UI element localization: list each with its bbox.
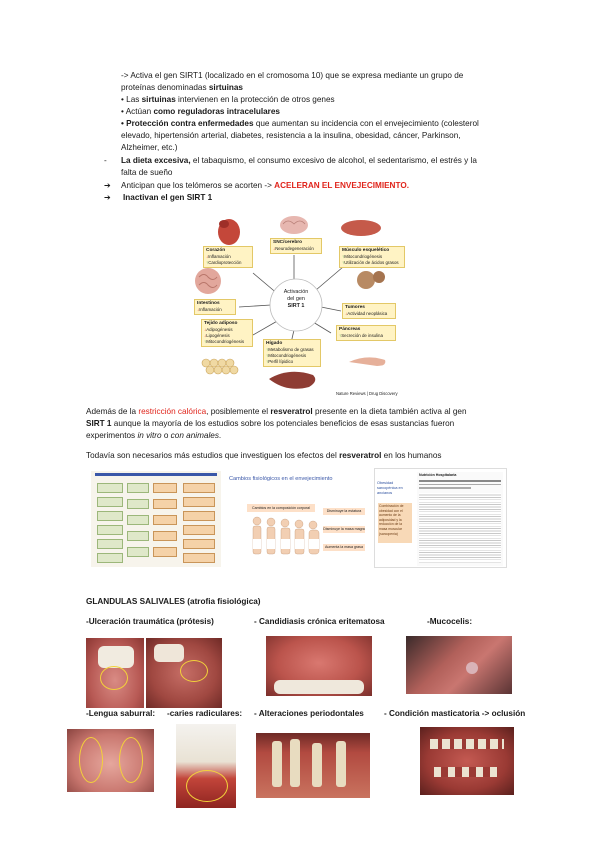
root-caries-photo bbox=[176, 724, 236, 808]
ulcer-photo-2 bbox=[146, 638, 222, 708]
center-label: Activación del gen SIRT 1 bbox=[283, 289, 309, 309]
adipose-icon bbox=[201, 358, 239, 375]
aging-figure-title: Cambios fisiológicos en el envejecimient… bbox=[229, 476, 333, 482]
journal-header: Nutrición Hospitalaria bbox=[419, 473, 457, 477]
mucocele-photo bbox=[406, 636, 512, 694]
arrow-icon: ➔ bbox=[104, 181, 111, 190]
label-lengua: -Lengua saburral: bbox=[86, 709, 156, 718]
aging-left-label: Cambios en la composición corporal bbox=[247, 504, 315, 512]
box-higado: Hígado ↑Metabolismo de grasas ↑Mitocondr… bbox=[263, 339, 321, 367]
intro-line-2: proteínas denominadas sirtuinas bbox=[121, 83, 243, 92]
diagram-arrows bbox=[195, 216, 386, 389]
periodontal-photo bbox=[256, 733, 370, 798]
aging-changes-figure: Cambios fisiológicos en el envejecimient… bbox=[227, 471, 369, 567]
body-silhouettes bbox=[252, 516, 320, 555]
intestine-icon bbox=[195, 268, 221, 294]
box-intestinos: Intestinos ↓Inflamación bbox=[194, 299, 236, 315]
box-tumores: Tumores ↓Actividad neoplásica bbox=[342, 303, 396, 319]
muscle-icon bbox=[341, 220, 381, 236]
label-ulceracion: -Ulceración traumática (prótesis) bbox=[86, 617, 214, 626]
arrow-icon: ➔ bbox=[104, 193, 111, 202]
candidiasis-photo bbox=[266, 636, 372, 696]
diet-paragraph: La dieta excesiva, el tabaquismo, el con… bbox=[121, 156, 477, 177]
intro-line-7: Alzheimer, etc.) bbox=[121, 143, 178, 152]
brain-icon bbox=[280, 216, 308, 234]
resveratrol-paragraph: Además de la restricción calórica, posib… bbox=[86, 407, 467, 440]
intro-line-3: • Las sirtuinas intervienen en la protec… bbox=[121, 95, 335, 104]
liver-icon bbox=[269, 371, 316, 389]
further-studies-line: Todavía son necesarios más estudios que … bbox=[86, 451, 442, 460]
box-musculo: Músculo esquelético ↑Mitocondriogénesis … bbox=[339, 246, 405, 268]
masticatory-photo bbox=[420, 727, 514, 795]
intro-line-1: -> Activa el gen SIRT1 (localizado en el… bbox=[121, 71, 464, 80]
label-caries: -caries radiculares: bbox=[167, 709, 243, 718]
pancreas-icon bbox=[349, 357, 386, 366]
label-mucocelis: -Mucocelis: bbox=[427, 617, 473, 626]
intro-block: -> Activa el gen SIRT1 (localizado en el… bbox=[121, 70, 521, 154]
center-circle bbox=[269, 278, 323, 332]
tongue-photo bbox=[67, 729, 154, 792]
sarcopenic-title: Obesidad sarcopénica en ancianos bbox=[377, 481, 403, 495]
intro-line-5: • Protección contra enfermedades que aum… bbox=[121, 119, 479, 128]
sarcopenic-obesity-figure: Obesidad sarcopénica en ancianos Combina… bbox=[374, 468, 507, 568]
sarcopenic-definition: Combinación de obesidad con el aumento d… bbox=[378, 503, 412, 543]
box-tejido: Tejido adiposo ↓Adipogénesis ↓Lipogénesi… bbox=[201, 319, 253, 347]
dash-bullet: - bbox=[104, 156, 107, 165]
telomere-line: Anticipan que los telómeros se acorten -… bbox=[121, 181, 409, 190]
flowchart-figure bbox=[91, 471, 221, 567]
salivary-heading: GLANDULAS SALIVALES (atrofia fisiológica… bbox=[86, 597, 261, 606]
box-snc: SNC/cerebro ↓Neurodegeneración bbox=[270, 238, 322, 254]
aging-right-1: Disminuye la estatura bbox=[323, 508, 365, 515]
sirt1-diagram: Activación del gen SIRT 1 Corazón ↓Infla… bbox=[191, 215, 408, 400]
diagram-credit: Nature Reviews | Drug Discovery bbox=[336, 391, 398, 396]
intro-line-6: elevado, hipertensión arterial, diabetes… bbox=[121, 131, 461, 140]
aging-right-3: Aumenta la masa grasa bbox=[323, 544, 365, 551]
inactivate-line: Inactivan el gen SIRT 1 bbox=[123, 193, 213, 202]
label-candidiasis: - Candidiasis crónica eritematosa bbox=[254, 617, 385, 626]
box-pancreas: Páncreas ↑Secreción de insulina bbox=[336, 325, 396, 341]
tumor-icon bbox=[357, 271, 375, 289]
label-masticatoria: - Condición masticatoria -> oclusión bbox=[384, 709, 526, 718]
box-corazon: Corazón ↓Inflamación ↑Cardioprotección bbox=[203, 246, 253, 268]
label-periodontales: - Alteraciones periodontales bbox=[254, 709, 364, 718]
intro-line-4: • Actúan como reguladoras intracelulares bbox=[121, 107, 280, 116]
ulcer-photo-1 bbox=[86, 638, 144, 708]
aging-right-2: Disminuye la masa magra bbox=[323, 526, 365, 533]
